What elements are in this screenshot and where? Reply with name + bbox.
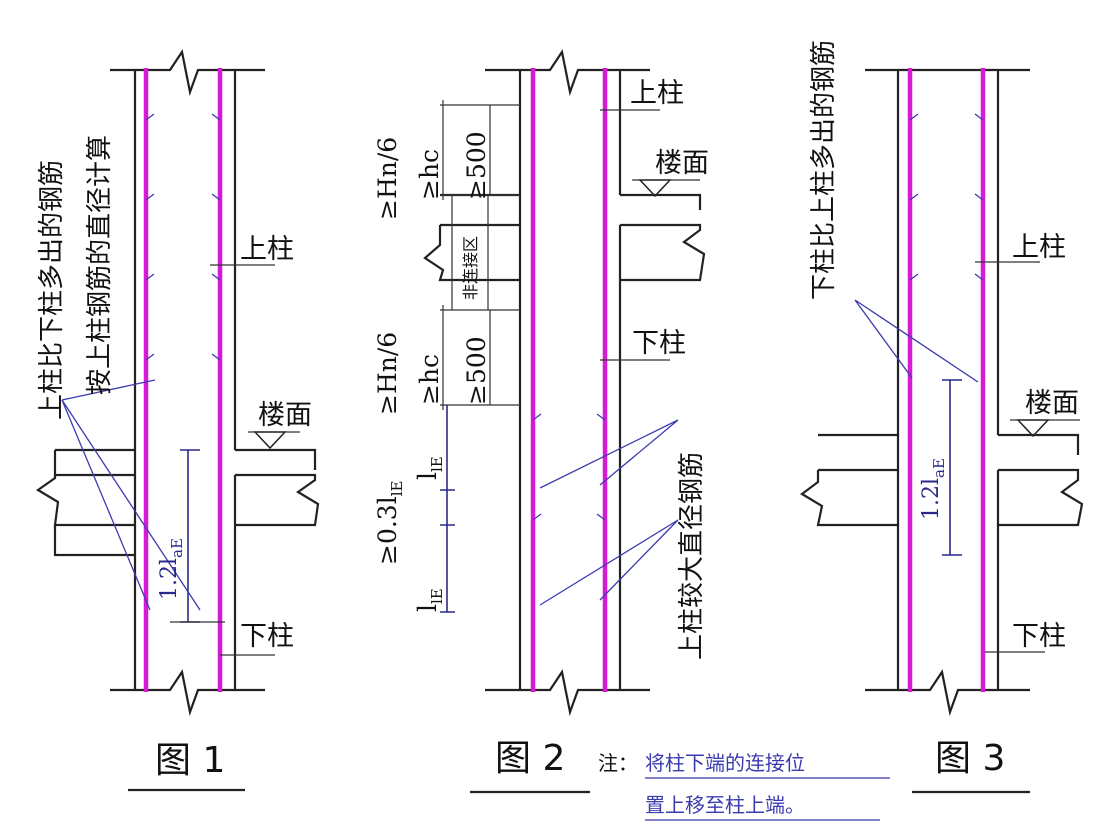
fig3-dim-len: 1.2l bbox=[919, 478, 944, 520]
fig1-label-lower: 下柱 bbox=[240, 621, 294, 652]
fig2-caption: 图 2 bbox=[495, 738, 565, 779]
fig1-note-a: 上柱比下柱多出的钢筋 bbox=[37, 160, 67, 420]
fig2-d-le-1: l bbox=[413, 472, 442, 480]
fig2-d-hn-top: ≥Hn/6 bbox=[373, 137, 402, 220]
fig1-dim-len: 1.2l bbox=[157, 558, 182, 600]
figure-3 bbox=[800, 68, 1084, 717]
fig2-d-le-2-sub: lE bbox=[428, 588, 446, 604]
footnote-line1: 将柱下端的连接位 bbox=[645, 751, 805, 775]
fig3-label-upper: 上柱 bbox=[1012, 232, 1066, 263]
fig3-label-lower: 下柱 bbox=[1012, 621, 1066, 652]
fig2-label-floor: 楼面 bbox=[655, 148, 709, 179]
fig1-label-floor: 楼面 bbox=[258, 400, 312, 431]
fig2-d-hc-bot: ≥hc bbox=[415, 354, 444, 405]
svg-text:≥0.3llE: ≥0.3llE bbox=[373, 481, 406, 565]
fig3-dim-sub: aE bbox=[930, 458, 948, 478]
fig2-label-lower: 下柱 bbox=[632, 328, 686, 359]
footnote-prefix: 注： bbox=[598, 751, 638, 775]
fig1-dimension: 1.2laE bbox=[157, 538, 186, 600]
fig2-zone: 非连接区 bbox=[461, 236, 480, 300]
fig2-d-le-2: l bbox=[413, 604, 442, 612]
footnote-line2: 置上移至柱上端。 bbox=[645, 793, 805, 817]
svg-text:1.2laE: 1.2laE bbox=[919, 458, 948, 520]
svg-text:llE: llE bbox=[413, 456, 446, 480]
fig2-d-03-sub: lE bbox=[388, 481, 406, 497]
figure-2 bbox=[423, 49, 706, 717]
fig1-caption: 图 1 bbox=[155, 740, 225, 781]
fig2-d-hn-bot: ≥Hn/6 bbox=[373, 332, 402, 415]
fig3-note: 下柱比上柱多出的钢筋 bbox=[809, 40, 839, 300]
fig2-d-500-bot: ≥500 bbox=[462, 336, 491, 405]
fig1-notes: 上柱比下柱多出的钢筋 按上柱钢筋的直径计算 bbox=[37, 135, 115, 420]
figure-1 bbox=[35, 49, 320, 717]
fig3-caption: 图 3 bbox=[935, 738, 1005, 779]
fig3-dimension: 1.2laE bbox=[919, 458, 948, 520]
fig2-d-500-top: ≥500 bbox=[462, 131, 491, 200]
svg-text:1.2laE: 1.2laE bbox=[157, 538, 186, 600]
fig1-note-b: 按上柱钢筋的直径计算 bbox=[85, 135, 115, 395]
fig2-d-hc-top: ≥hc bbox=[415, 149, 444, 200]
fig2-bars-note: 上柱较大直径钢筋 bbox=[677, 452, 707, 660]
fig1-dim-sub: aE bbox=[168, 538, 186, 558]
fig1-label-upper: 上柱 bbox=[240, 234, 294, 265]
fig2-label-upper: 上柱 bbox=[630, 78, 684, 109]
fig2-d-03: ≥0.3l bbox=[373, 496, 402, 565]
fig3-label-floor: 楼面 bbox=[1025, 388, 1079, 419]
svg-text:llE: llE bbox=[413, 588, 446, 612]
fig2-d-le-1-sub: lE bbox=[428, 456, 446, 472]
